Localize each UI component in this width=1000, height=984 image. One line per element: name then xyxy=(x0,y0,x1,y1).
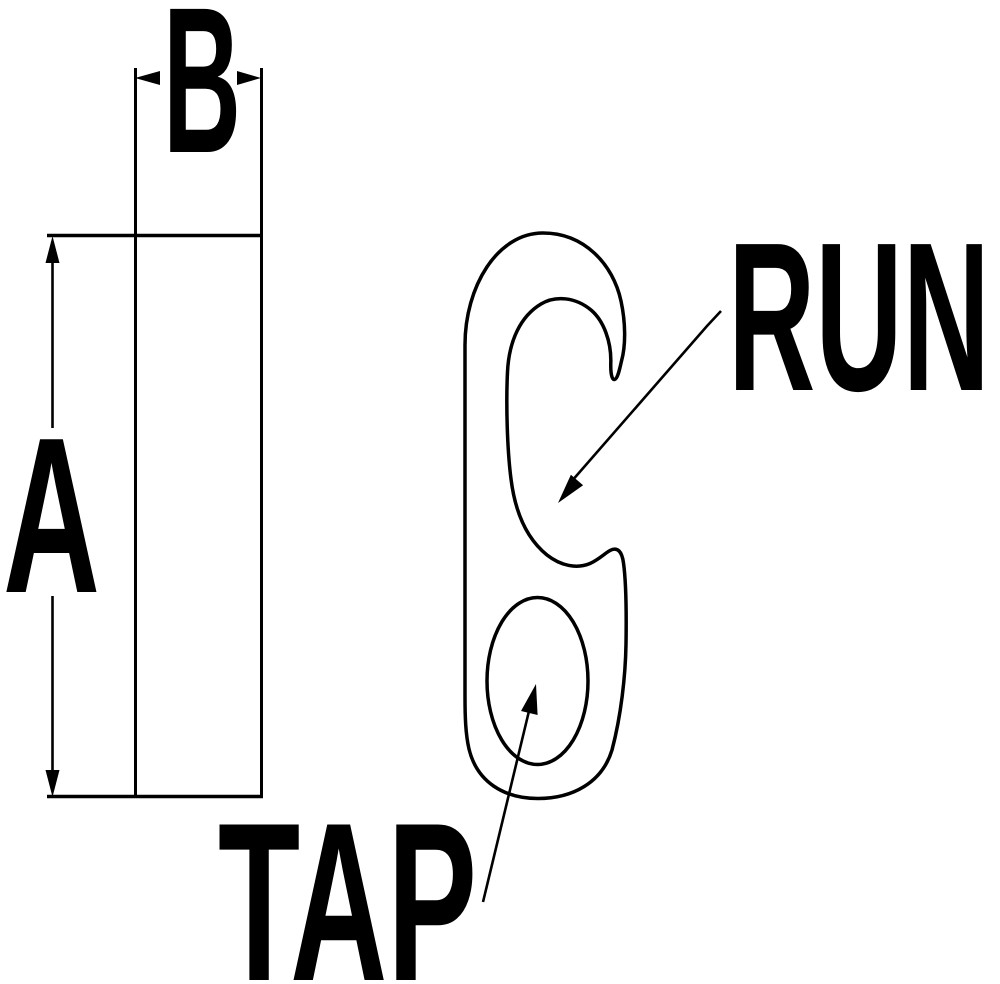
dim-b-arrow-left xyxy=(135,71,160,85)
tap-arrowhead xyxy=(521,684,538,715)
dim-a-arrow-down xyxy=(45,770,60,797)
arrowheads xyxy=(45,71,584,797)
tap-hole xyxy=(485,595,590,767)
clip-profile xyxy=(463,231,628,801)
tap-label: TAP xyxy=(218,775,477,984)
dim-b-label: B xyxy=(163,0,241,197)
dim-b-arrow-right xyxy=(237,71,261,85)
tap-leader-line xyxy=(481,710,531,903)
run-leader-line xyxy=(570,310,722,483)
run-arrowhead xyxy=(558,474,584,503)
dim-a-label: A xyxy=(3,392,100,640)
labels: B A RUN TAP xyxy=(3,0,990,984)
clip-outline xyxy=(463,231,628,801)
dim-a-arrow-up xyxy=(45,236,60,263)
leader-lines xyxy=(481,310,722,903)
dimension-lines xyxy=(47,68,263,799)
run-label: RUN xyxy=(728,198,990,435)
